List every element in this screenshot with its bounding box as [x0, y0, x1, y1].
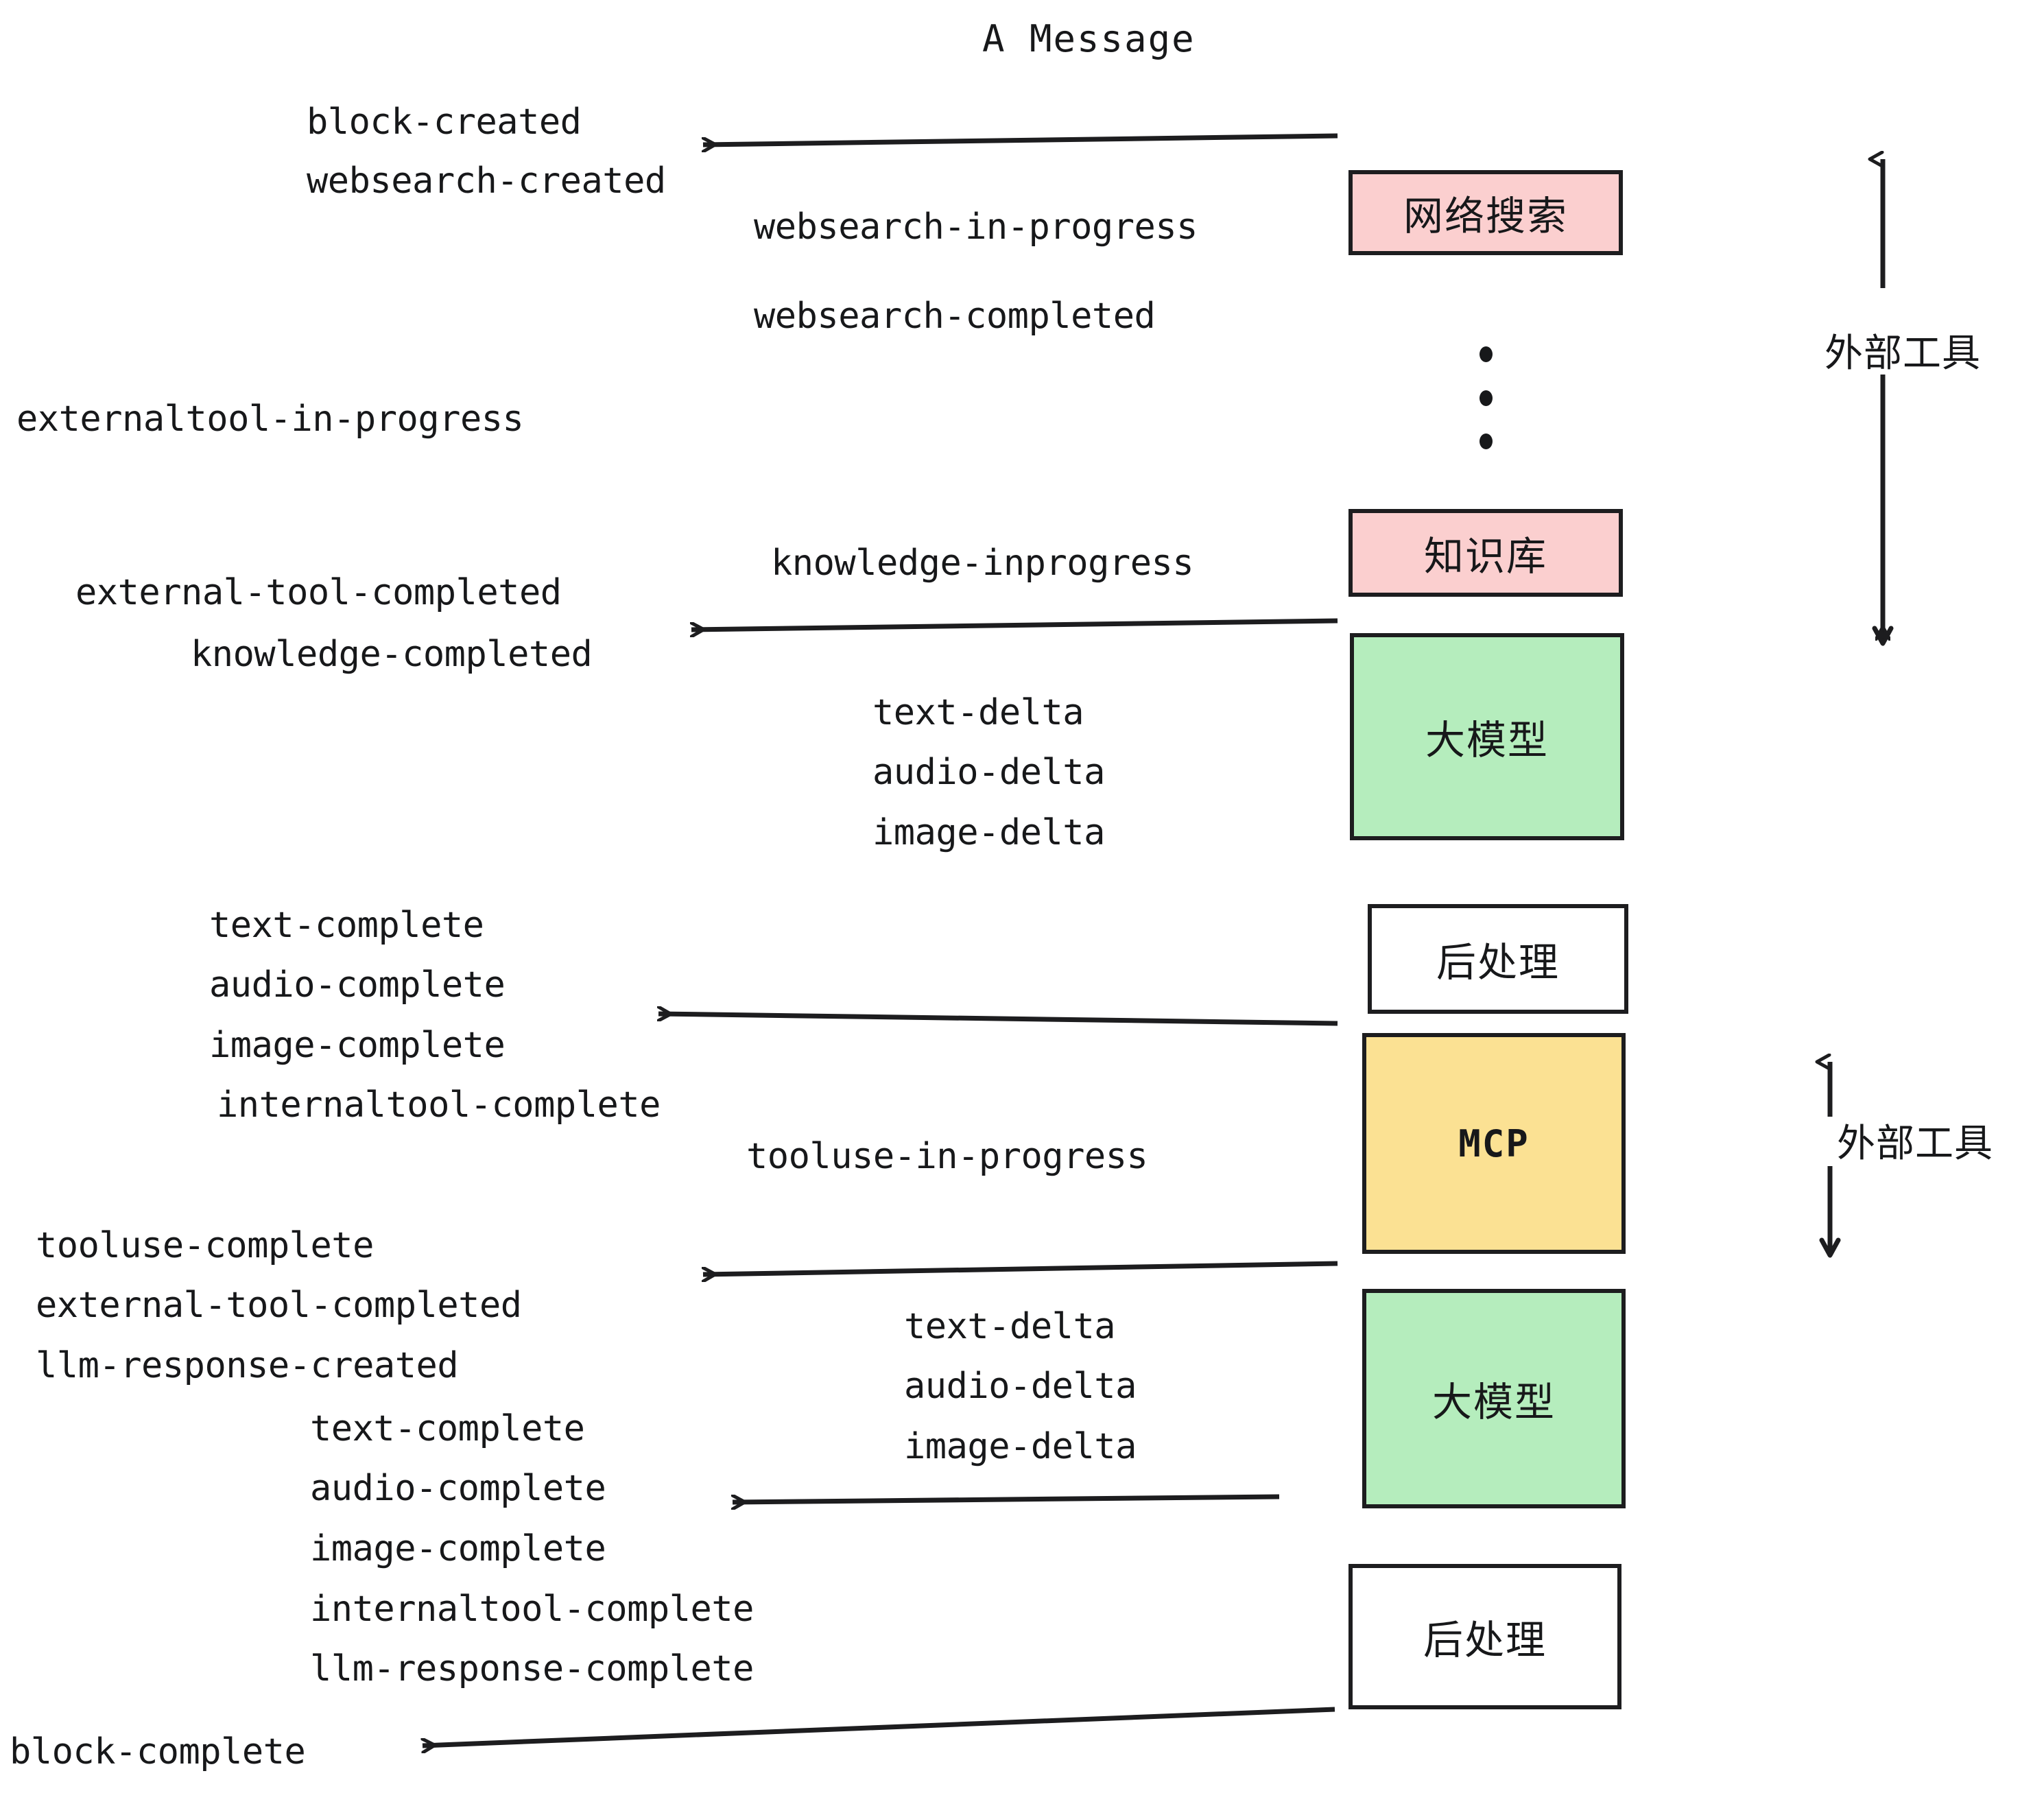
node-llm-2-label: 大模型	[1431, 1379, 1556, 1425]
event-label-websearch-in-progress: websearch-in-progress	[754, 206, 1198, 248]
group-arrow-external-tool-lower	[1822, 1062, 1841, 1258]
arrow-knowledge-completed	[691, 618, 1338, 630]
node-knowledge-label: 知识库	[1423, 533, 1547, 580]
arrow-image-complete	[658, 1014, 1338, 1026]
event-label-audio-complete-1: audio-complete	[209, 964, 506, 1006]
event-label-websearch-completed: websearch-completed	[754, 296, 1156, 337]
event-label-llm-response-created: llm-response-created	[36, 1345, 459, 1386]
node-knowledge[interactable]: 知识库	[1348, 509, 1623, 597]
group-label-external-tool-lower: 外部工具	[1837, 1121, 1993, 1166]
event-label-audio-delta-1: audio-delta	[872, 752, 1105, 793]
event-label-internaltool-complete-1: internaltool-complete	[217, 1084, 661, 1126]
node-postprocess-1-label: 后处理	[1436, 939, 1560, 986]
node-llm-1-label: 大模型	[1425, 717, 1549, 763]
event-label-tooluse-in-progress: tooluse-in-progress	[746, 1136, 1148, 1177]
node-mcp-label: MCP	[1458, 1121, 1530, 1165]
node-postprocess-2-label: 后处理	[1423, 1617, 1547, 1663]
event-label-audio-delta-2: audio-delta	[904, 1366, 1137, 1407]
arrow-block-complete	[423, 1707, 1335, 1746]
event-label-llm-response-complete: llm-response-complete	[310, 1648, 754, 1689]
arrow-tooluse-complete	[703, 1261, 1338, 1274]
event-label-externaltool-in-progress: externaltool-in-progress	[16, 399, 524, 440]
event-label-image-delta-1: image-delta	[872, 812, 1105, 853]
event-label-image-complete-1: image-complete	[209, 1025, 506, 1066]
event-label-internaltool-complete-2: internaltool-complete	[310, 1589, 754, 1630]
page-title: A Message	[982, 17, 1196, 60]
event-label-knowledge-inprogress: knowledge-inprogress	[771, 543, 1194, 584]
node-postprocess-1[interactable]: 后处理	[1368, 904, 1628, 1014]
event-label-audio-complete-2: audio-complete	[310, 1468, 606, 1509]
arrow-block-created	[703, 133, 1338, 145]
event-label-knowledge-completed: knowledge-completed	[191, 634, 593, 675]
node-mcp[interactable]: MCP	[1362, 1033, 1626, 1254]
node-websearch[interactable]: 网络搜索	[1348, 170, 1623, 255]
node-postprocess-2[interactable]: 后处理	[1348, 1564, 1621, 1709]
group-arrow-external-tool-upper	[1875, 159, 1894, 646]
event-label-tooluse-complete: tooluse-complete	[36, 1225, 374, 1266]
event-label-external-tool-completed-1: external-tool-completed	[75, 572, 562, 613]
event-label-image-delta-2: image-delta	[904, 1426, 1137, 1467]
arrow-audio-complete	[733, 1494, 1280, 1502]
group-label-external-tool-upper: 外部工具	[1825, 331, 1981, 376]
vertical-ellipsis-icon	[1479, 346, 1493, 449]
event-label-websearch-created: websearch-created	[307, 161, 666, 202]
event-label-block-created: block-created	[307, 102, 582, 143]
event-label-text-delta-2: text-delta	[904, 1306, 1116, 1347]
event-label-image-complete-2: image-complete	[310, 1528, 606, 1569]
event-label-text-complete-1: text-complete	[209, 905, 484, 946]
event-label-external-tool-completed-2: external-tool-completed	[36, 1285, 522, 1326]
node-websearch-label: 网络搜索	[1403, 193, 1568, 239]
node-llm-2[interactable]: 大模型	[1362, 1289, 1626, 1508]
event-label-text-delta-1: text-delta	[872, 692, 1084, 733]
event-label-block-complete: block-complete	[10, 1731, 306, 1772]
node-llm-1[interactable]: 大模型	[1350, 633, 1624, 840]
event-label-text-complete-2: text-complete	[310, 1408, 585, 1449]
